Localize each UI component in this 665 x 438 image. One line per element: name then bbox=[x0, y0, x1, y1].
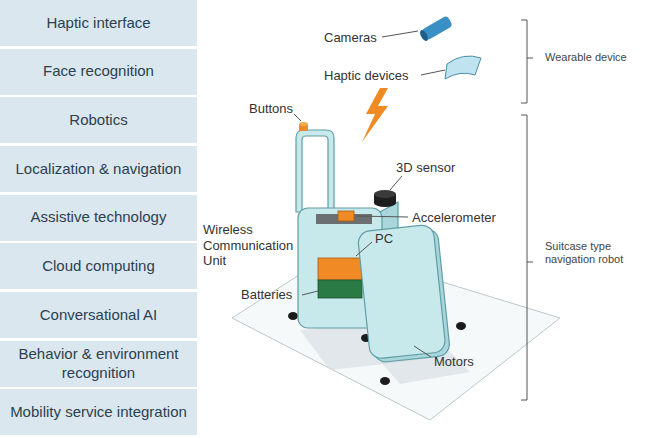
sensor-3d-top bbox=[374, 190, 396, 198]
band-text: Assistive technology bbox=[23, 208, 175, 227]
part-label: Wireless Communication Unit bbox=[203, 222, 297, 269]
suitcase-handle bbox=[296, 130, 334, 212]
battery-box bbox=[318, 280, 362, 298]
topic-band: Behavior & environment recognition bbox=[0, 341, 197, 387]
part-label: Motors bbox=[434, 354, 474, 370]
band-text: Haptic interface bbox=[38, 14, 158, 33]
haptic-device bbox=[445, 56, 481, 79]
camera-lens bbox=[418, 29, 429, 42]
illustration-part bbox=[521, 20, 533, 400]
illustration-part bbox=[357, 224, 450, 364]
band-text: Robotics bbox=[61, 111, 135, 130]
band-text: Conversational AI bbox=[32, 306, 166, 325]
button-top bbox=[299, 122, 308, 126]
topic-band: Face recognition bbox=[0, 49, 197, 95]
topic-band: Conversational AI bbox=[0, 292, 197, 338]
leader-line bbox=[294, 114, 301, 121]
sensor-3d bbox=[374, 199, 396, 207]
part-label: Buttons bbox=[249, 101, 293, 117]
band-text: Behavior & environment recognition bbox=[0, 345, 197, 383]
band-text: Cloud computing bbox=[34, 257, 163, 276]
topic-band: Haptic interface bbox=[0, 0, 197, 46]
leader-line bbox=[414, 346, 431, 357]
leader-line bbox=[390, 176, 402, 190]
bracket bbox=[521, 20, 533, 103]
topic-band: Localization & navigation bbox=[0, 146, 197, 192]
column-ground bbox=[0, 0, 197, 438]
accelerometer bbox=[338, 211, 354, 221]
suitcase-lid bbox=[357, 224, 446, 359]
band-text: Face recognition bbox=[35, 62, 162, 81]
leader-line bbox=[382, 31, 418, 37]
part-label: 3D sensor bbox=[396, 160, 455, 176]
topic-band: Assistive technology bbox=[0, 195, 197, 241]
part-label: Accelerometer bbox=[412, 210, 496, 226]
band-text: Mobility service integration bbox=[2, 403, 195, 422]
part-label: Batteries bbox=[241, 287, 292, 303]
topic-band: Robotics bbox=[0, 97, 197, 143]
wheel bbox=[380, 377, 390, 385]
wireless-bolt bbox=[362, 88, 388, 142]
leader-line bbox=[302, 291, 318, 295]
part-label: Cameras bbox=[324, 30, 377, 46]
wheel bbox=[288, 312, 298, 320]
wheel bbox=[456, 322, 466, 330]
group-label: Suitcase type navigation robot bbox=[545, 240, 631, 266]
topic-band: Cloud computing bbox=[0, 243, 197, 289]
topic-band: Mobility service integration bbox=[0, 389, 197, 435]
leader-line bbox=[421, 70, 445, 75]
leader-line bbox=[356, 242, 372, 256]
leader-line bbox=[356, 216, 408, 217]
part-label: Haptic devices bbox=[324, 68, 409, 84]
group-label: Wearable device bbox=[545, 51, 627, 64]
bracket bbox=[521, 115, 533, 400]
part-label: PC bbox=[375, 231, 393, 247]
band-text: Localization & navigation bbox=[8, 160, 190, 179]
pc-box bbox=[318, 258, 362, 280]
illustration-part bbox=[294, 31, 445, 357]
illustration-part bbox=[418, 15, 453, 42]
